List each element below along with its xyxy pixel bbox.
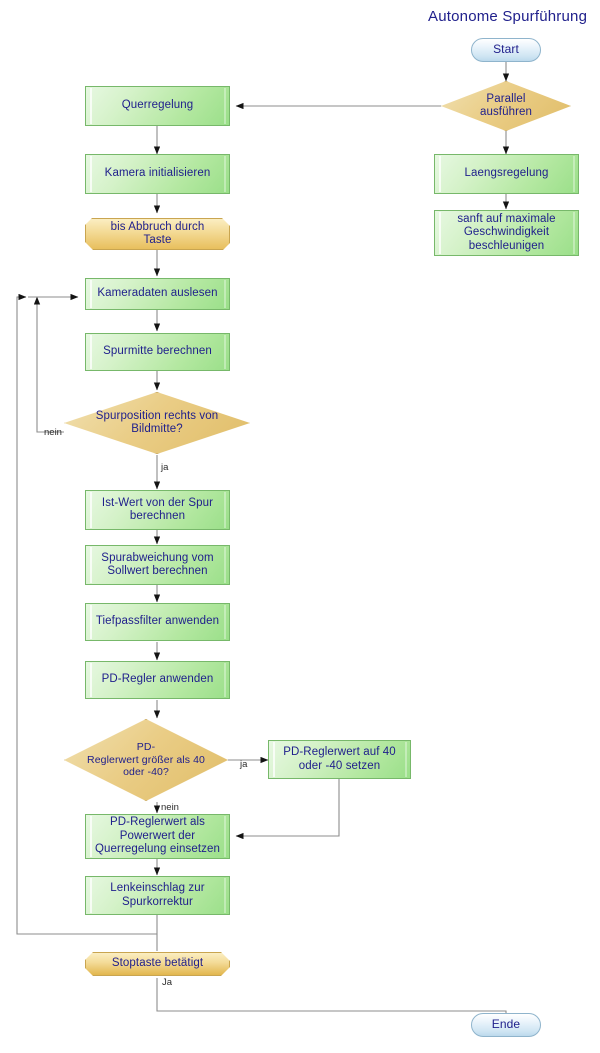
node-laengsregelung[interactable]: Laengsregelung [434, 154, 579, 194]
node-kameradaten-auslesen-label: Kameradaten auslesen [97, 287, 218, 300]
edge-stoptaste-ja-to-ende [156, 978, 510, 1022]
node-lenkeinschlag-spurkorrektur[interactable]: Lenkeinschlag zur Spurkorrektur [85, 876, 230, 915]
edge-label-spurposition-ja: ja [161, 462, 169, 473]
node-beschleunigen[interactable]: sanft auf maximale Geschwindigkeit besch… [434, 210, 579, 256]
edge-label-spurposition-nein: nein [44, 427, 62, 438]
node-ist-wert-berechnen[interactable]: Ist-Wert von der Spur berechnen [85, 490, 230, 530]
node-pd-regler-anwenden-label: PD-Regler anwenden [101, 673, 214, 686]
node-spurmitte-berechnen-label: Spurmitte berechnen [103, 345, 212, 358]
node-loop-bis-abbruch[interactable]: bis Abbruch durch Taste [85, 218, 230, 250]
node-tiefpassfilter-anwenden-label: Tiefpassfilter anwenden [95, 615, 220, 628]
edge-pd-clamp-to-powerwert [235, 779, 340, 840]
node-pd-reglerwert-setzen[interactable]: PD-Reglerwert auf 40 oder -40 setzen [268, 740, 411, 779]
node-kamera-initialisieren-label: Kamera initialisieren [104, 167, 211, 180]
node-tiefpassfilter-anwenden[interactable]: Tiefpassfilter anwenden [85, 603, 230, 641]
node-ende-label: Ende [491, 1017, 521, 1032]
node-querregelung[interactable]: Querregelung [85, 86, 230, 126]
edge-label-pd-check-nein: nein [161, 802, 179, 813]
node-ist-wert-berechnen-label: Ist-Wert von der Spur berechnen [101, 496, 214, 523]
node-pd-regler-anwenden[interactable]: PD-Regler anwenden [85, 661, 230, 699]
edge-spurposition-nein-loop [33, 296, 64, 433]
node-start-label: Start [493, 42, 519, 57]
node-kamera-initialisieren[interactable]: Kamera initialisieren [85, 154, 230, 194]
edge-label-pd-check-ja: ja [240, 759, 248, 770]
node-powerwert-einsetzen-label: PD-Reglerwert als Powerwert der Querrege… [95, 816, 220, 856]
node-parallel-ausfuehren[interactable]: Parallel ausführen [441, 81, 571, 131]
node-ende[interactable]: Ende [471, 1013, 541, 1037]
node-kameradaten-auslesen[interactable]: Kameradaten auslesen [85, 278, 230, 310]
node-lenkeinschlag-spurkorrektur-label: Lenkeinschlag zur Spurkorrektur [110, 882, 205, 908]
node-start[interactable]: Start [471, 38, 541, 62]
node-powerwert-einsetzen[interactable]: PD-Reglerwert als Powerwert der Querrege… [85, 814, 230, 859]
node-laengsregelung-label: Laengsregelung [464, 167, 549, 180]
node-spurposition-rechts-label: Spurposition rechts von Bildmitte? [95, 409, 219, 436]
node-spurabweichung-berechnen[interactable]: Spurabweichung vom Sollwert berechnen [85, 545, 230, 585]
node-spurabweichung-berechnen-label: Spurabweichung vom Sollwert berechnen [101, 551, 214, 578]
node-pd-reglerwert-check[interactable]: PD- Reglerwert größer als 40 oder -40? [64, 719, 228, 801]
node-pd-reglerwert-setzen-label: PD-Reglerwert auf 40 oder -40 setzen [283, 746, 396, 772]
node-querregelung-label: Querregelung [121, 99, 194, 112]
node-spurmitte-berechnen[interactable]: Spurmitte berechnen [85, 333, 230, 371]
node-loop-bis-abbruch-label: bis Abbruch durch Taste [110, 220, 205, 246]
node-pd-reglerwert-check-label: PD- Reglerwert größer als 40 oder -40? [87, 741, 205, 779]
node-stoptaste-betaetigt[interactable]: Stoptaste betätigt [85, 952, 230, 976]
node-spurposition-rechts[interactable]: Spurposition rechts von Bildmitte? [64, 392, 250, 454]
edge-label-stoptaste-ja: Ja [162, 977, 173, 988]
node-beschleunigen-label: sanft auf maximale Geschwindigkeit besch… [457, 212, 556, 252]
node-parallel-ausfuehren-label: Parallel ausführen [479, 92, 533, 119]
page-title: Autonome Spurführung [428, 8, 588, 25]
node-stoptaste-betaetigt-label: Stoptaste betätigt [111, 957, 204, 970]
